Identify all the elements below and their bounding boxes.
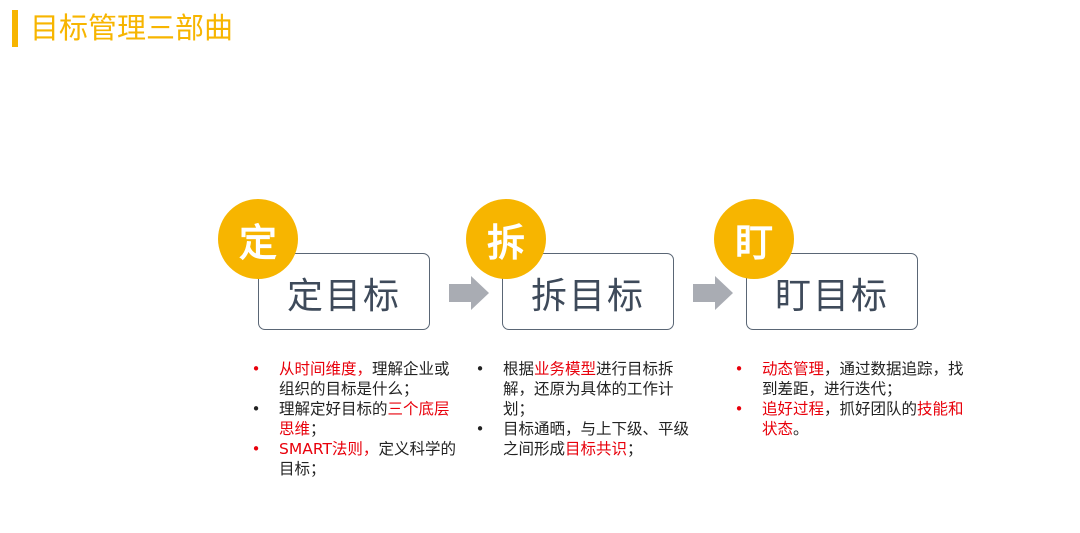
step-box-decompose: 拆目标 — [502, 253, 674, 330]
body-text: ； — [627, 440, 643, 458]
step-badge-decompose: 拆 — [466, 199, 546, 279]
title-accent-bar — [12, 10, 18, 47]
bullet-item: • SMART法则，定义科学的目标； — [251, 439, 456, 479]
bullet-item: • 根据业务模型进行目标拆解，还原为具体的工作计划； — [475, 359, 695, 419]
body-text: 。 — [793, 420, 809, 438]
bullet-dot-icon: • — [475, 360, 485, 378]
step-badge-monitor: 盯 — [714, 199, 794, 279]
bullet-item: • 理解定好目标的三个底层思维； — [251, 399, 456, 439]
body-text: 理解定好目标的 — [279, 400, 388, 418]
body-text: 根据 — [503, 360, 535, 378]
bullet-dot-icon: • — [734, 400, 744, 418]
arrow-right-icon — [693, 276, 733, 310]
arrow-right-icon — [449, 276, 489, 310]
highlight-text: 技能和状态 — [762, 400, 964, 438]
highlight-text: SMART法则， — [279, 440, 379, 458]
bullet-item: • 目标通晒，与上下级、平级之间形成目标共识； — [475, 419, 695, 459]
highlight-text: 动态管理 — [762, 360, 825, 378]
body-text: 定义科学的目标； — [279, 440, 456, 478]
badge-char: 盯 — [734, 220, 773, 265]
bullet-list-monitor: • 动态管理，通过数据追踪，找到差距，进行迭代； • 追好过程，抓好团队的技能和状态。 — [734, 359, 964, 439]
highlight-text: 从时间维度， — [279, 360, 373, 378]
step-badge-define: 定 — [218, 199, 298, 279]
highlight-text: 三个底层思维 — [279, 400, 450, 438]
highlight-text: 业务模型 — [534, 360, 597, 378]
step-label: 定目标 — [286, 275, 401, 317]
body-text: 目标通晒，与上下级、平级之间形成 — [503, 420, 690, 458]
bullet-item: • 追好过程，抓好团队的技能和状态。 — [734, 399, 964, 439]
body-text: 理解企业或组织的目标是什么； — [279, 360, 450, 398]
bullet-list-decompose: • 根据业务模型进行目标拆解，还原为具体的工作计划； • 目标通晒，与上下级、平级之间… — [475, 359, 695, 459]
bullet-dot-icon: • — [251, 360, 261, 378]
badge-char: 定 — [238, 220, 277, 265]
body-text: 进行目标拆解，还原为具体的工作计划； — [503, 360, 674, 418]
step-label: 盯目标 — [774, 275, 889, 317]
body-text: ，通过数据追踪，找到差距，进行迭代； — [762, 360, 964, 398]
bullet-item: • 从时间维度，理解企业或组织的目标是什么； — [251, 359, 456, 399]
highlight-text: 目标共识 — [565, 440, 628, 458]
bullet-dot-icon: • — [251, 400, 261, 418]
badge-char: 拆 — [486, 220, 525, 265]
page-title: 目标管理三部曲 — [30, 11, 234, 45]
bullet-dot-icon: • — [251, 440, 261, 458]
bullet-dot-icon: • — [475, 420, 485, 438]
bullet-dot-icon: • — [734, 360, 744, 378]
bullet-list-define: • 从时间维度，理解企业或组织的目标是什么； • 理解定好目标的三个底层思维； • SMA… — [251, 359, 456, 479]
step-label: 拆目标 — [530, 275, 645, 317]
highlight-text: 追好过程 — [762, 400, 825, 418]
body-text: ，抓好团队的 — [824, 400, 918, 418]
body-text: ； — [310, 420, 326, 438]
step-box-define: 定目标 — [258, 253, 430, 330]
bullet-item: • 动态管理，通过数据追踪，找到差距，进行迭代； — [734, 359, 964, 399]
